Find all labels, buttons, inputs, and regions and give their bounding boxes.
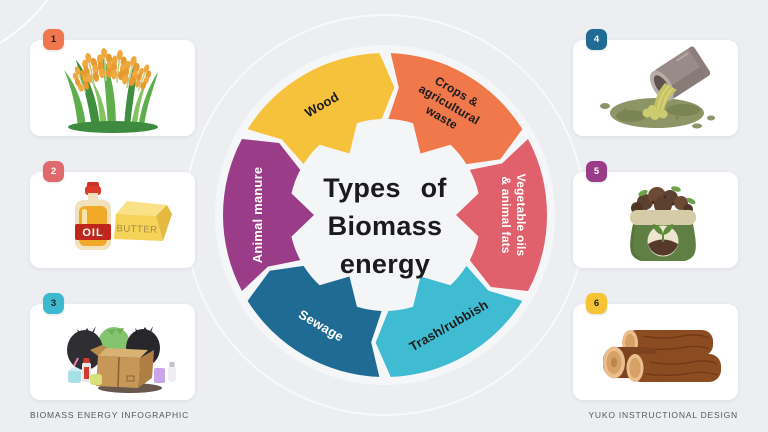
- compost-heap: [631, 186, 696, 214]
- oil-and-butter-illustration: OIL BUTTER: [75, 182, 172, 250]
- cardboard-box: [98, 348, 148, 358]
- card-number-badge: 6: [586, 293, 607, 314]
- wood-logs-illustration: [603, 330, 721, 382]
- segment-label-line: Vegetable oils: [514, 173, 528, 257]
- segment-vegetable-oils-animal-fats: [456, 138, 548, 292]
- footer-credit-right: YUKO INSTRUCTIONAL DESIGN: [588, 410, 738, 420]
- log: [626, 354, 721, 382]
- segment-label-vegetable-oils-animal-fats: Vegetable oils& animal fats: [498, 174, 528, 257]
- oil-label: OIL: [82, 227, 103, 239]
- wheel-title-line: energy: [339, 249, 431, 279]
- segment-sewage: [247, 265, 382, 377]
- rice-plants-illustration: [64, 46, 158, 133]
- wheel-title-line: Types of: [323, 173, 447, 203]
- card-rice-plants: 1: [30, 29, 195, 136]
- wheel-title-line: Biomass: [327, 211, 443, 241]
- sewage-pipe-illustration: [600, 46, 715, 129]
- butter-block: [116, 201, 167, 216]
- segment-label-animal-manure: Animal manure: [250, 167, 266, 264]
- card-oil-and-butter: 2 OIL BUTTER: [30, 161, 195, 268]
- card-number-badge: 4: [586, 29, 607, 50]
- bag-cuff: [630, 210, 696, 225]
- wheel-center-circle: [288, 118, 482, 312]
- plastic-cup: [154, 368, 165, 383]
- segment-trash-rubbish: [375, 265, 523, 377]
- card-number-badge: 3: [43, 293, 64, 314]
- wheel-segments: [222, 53, 548, 377]
- card-number-badge: 5: [586, 161, 607, 182]
- compost-bag-illustration: [630, 186, 696, 261]
- segment-label-line: Animal manure: [250, 166, 265, 264]
- sewage-pipe: [649, 46, 711, 101]
- card-wood-logs: 6: [573, 293, 738, 400]
- butter-label: BUTTER: [116, 223, 157, 235]
- wheel-title: Types of Biomass energy: [323, 169, 446, 283]
- card-trash-and-rubbish: 3: [30, 293, 195, 400]
- segment-crops-agricultural-waste: [388, 53, 523, 165]
- card-sewage-pipe: 4: [573, 29, 738, 136]
- card-number-badge: 1: [43, 29, 64, 50]
- segment-label-line: & animal fats: [499, 176, 513, 254]
- card-number-badge: 2: [43, 161, 64, 182]
- card-compost-bag: 5: [573, 161, 738, 268]
- plastic-cup: [68, 370, 81, 383]
- segment-animal-manure: [222, 138, 314, 292]
- footer-credit-left: BIOMASS ENERGY INFOGRAPHIC: [30, 410, 190, 420]
- trash-and-rubbish-illustration: [67, 326, 176, 393]
- segment-wood: [247, 53, 395, 165]
